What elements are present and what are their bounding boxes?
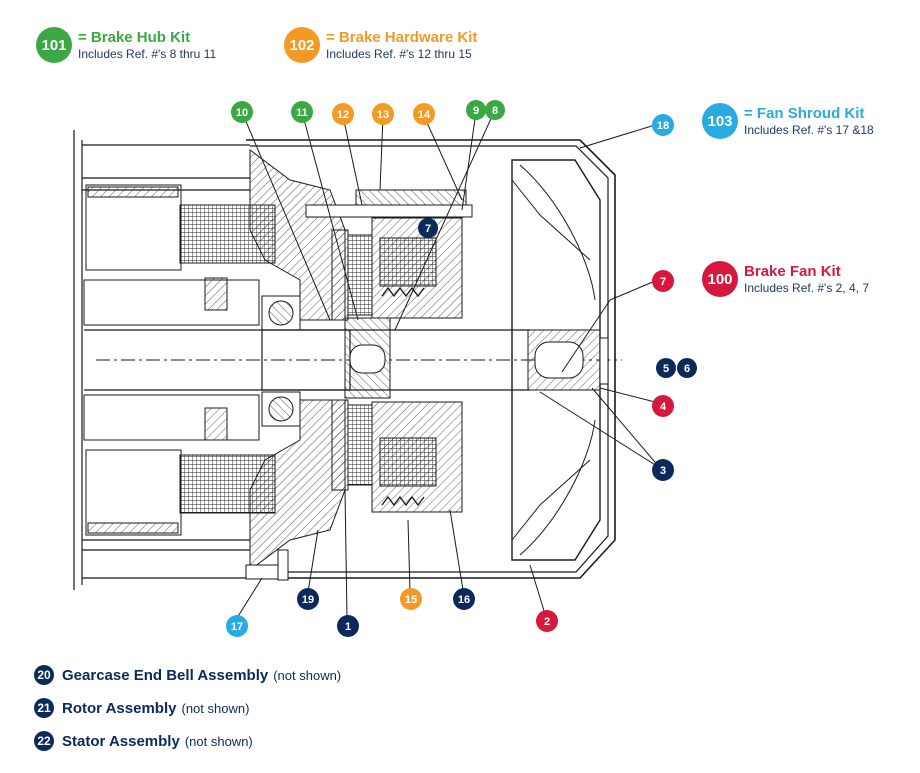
callout-19: 19 <box>297 588 319 610</box>
callout-9: 9 <box>466 100 486 120</box>
legend-note: (not shown) <box>273 667 342 683</box>
legend-item-rotor: 21 Rotor Assembly (not shown) <box>34 698 249 718</box>
callout-4: 4 <box>652 395 674 417</box>
svg-text:6: 6 <box>684 363 690 375</box>
svg-text:14: 14 <box>418 109 431 121</box>
legend-note: (not shown) <box>184 733 253 749</box>
kit-subtitle: Includes Ref. #'s 12 thru 15 <box>326 47 472 61</box>
callout-8: 8 <box>485 100 505 120</box>
kit-badge: 100 <box>702 261 738 297</box>
svg-text:17: 17 <box>231 621 243 633</box>
callout-3: 3 <box>652 459 674 481</box>
svg-text:10: 10 <box>236 107 248 119</box>
svg-text:11: 11 <box>296 107 308 119</box>
callout-16: 16 <box>453 588 475 610</box>
legend-label: Rotor Assembly <box>62 699 177 717</box>
callout-12: 12 <box>332 103 354 125</box>
callout-10: 10 <box>231 101 253 123</box>
legend-label: Stator Assembly <box>62 732 180 750</box>
svg-text:9: 9 <box>473 105 479 117</box>
kit-brake-hardware: 102 = Brake Hardware Kit Includes Ref. #… <box>284 27 477 63</box>
svg-text:8: 8 <box>492 105 498 117</box>
svg-text:3: 3 <box>660 465 666 477</box>
svg-text:15: 15 <box>405 594 417 606</box>
svg-text:12: 12 <box>337 109 349 121</box>
legend-note: (not shown) <box>181 700 250 716</box>
legend-label: Gearcase End Bell Assembly <box>62 666 269 684</box>
svg-text:7: 7 <box>425 223 431 235</box>
kit-subtitle: Includes Ref. #'s 17 &18 <box>744 123 874 137</box>
callout-15: 15 <box>400 588 422 610</box>
kit-subtitle: Includes Ref. #'s 2, 4, 7 <box>744 281 870 295</box>
kit-title: = Brake Hub Kit <box>78 29 191 46</box>
legend-item-gearcase: 20 Gearcase End Bell Assembly (not shown… <box>34 665 341 685</box>
callout-14: 14 <box>413 103 435 125</box>
svg-text:5: 5 <box>663 363 669 375</box>
kit-brake-fan: 100 Brake Fan Kit Includes Ref. #'s 2, 4… <box>702 261 869 297</box>
kit-title: = Fan Shroud Kit <box>744 105 865 122</box>
callout-5: 5 <box>656 358 676 378</box>
svg-text:2: 2 <box>544 616 550 628</box>
callout-1: 1 <box>337 615 359 637</box>
legend-badge: 21 <box>34 698 54 718</box>
callout-18: 18 <box>652 114 674 136</box>
callout-17: 17 <box>226 615 248 637</box>
svg-text:13: 13 <box>377 109 389 121</box>
callout-6: 6 <box>677 358 697 378</box>
callout-13: 13 <box>372 103 394 125</box>
callout-7-navy: 7 <box>418 218 438 238</box>
svg-text:18: 18 <box>657 120 669 132</box>
kit-badge: 102 <box>284 27 320 63</box>
legend-item-stator: 22 Stator Assembly (not shown) <box>34 731 253 751</box>
kit-title: Brake Fan Kit <box>744 263 841 280</box>
svg-text:4: 4 <box>660 401 667 413</box>
kit-badge: 103 <box>702 103 738 139</box>
callout-11: 11 <box>291 101 313 123</box>
kit-title: = Brake Hardware Kit <box>326 29 478 46</box>
svg-text:7: 7 <box>660 276 666 288</box>
legend-badge: 22 <box>34 731 54 751</box>
callout-2: 2 <box>536 610 558 632</box>
kit-fan-shroud: 103 = Fan Shroud Kit Includes Ref. #'s 1… <box>702 103 874 139</box>
svg-text:16: 16 <box>458 594 470 606</box>
kit-subtitle: Includes Ref. #'s 8 thru 11 <box>78 47 217 61</box>
svg-text:19: 19 <box>302 594 314 606</box>
kit-badge: 101 <box>36 27 72 63</box>
legend-badge: 20 <box>34 665 54 685</box>
kit-brake-hub: 101 = Brake Hub Kit Includes Ref. #'s 8 … <box>36 27 216 63</box>
svg-text:1: 1 <box>345 621 351 633</box>
callout-7-red: 7 <box>652 270 674 292</box>
